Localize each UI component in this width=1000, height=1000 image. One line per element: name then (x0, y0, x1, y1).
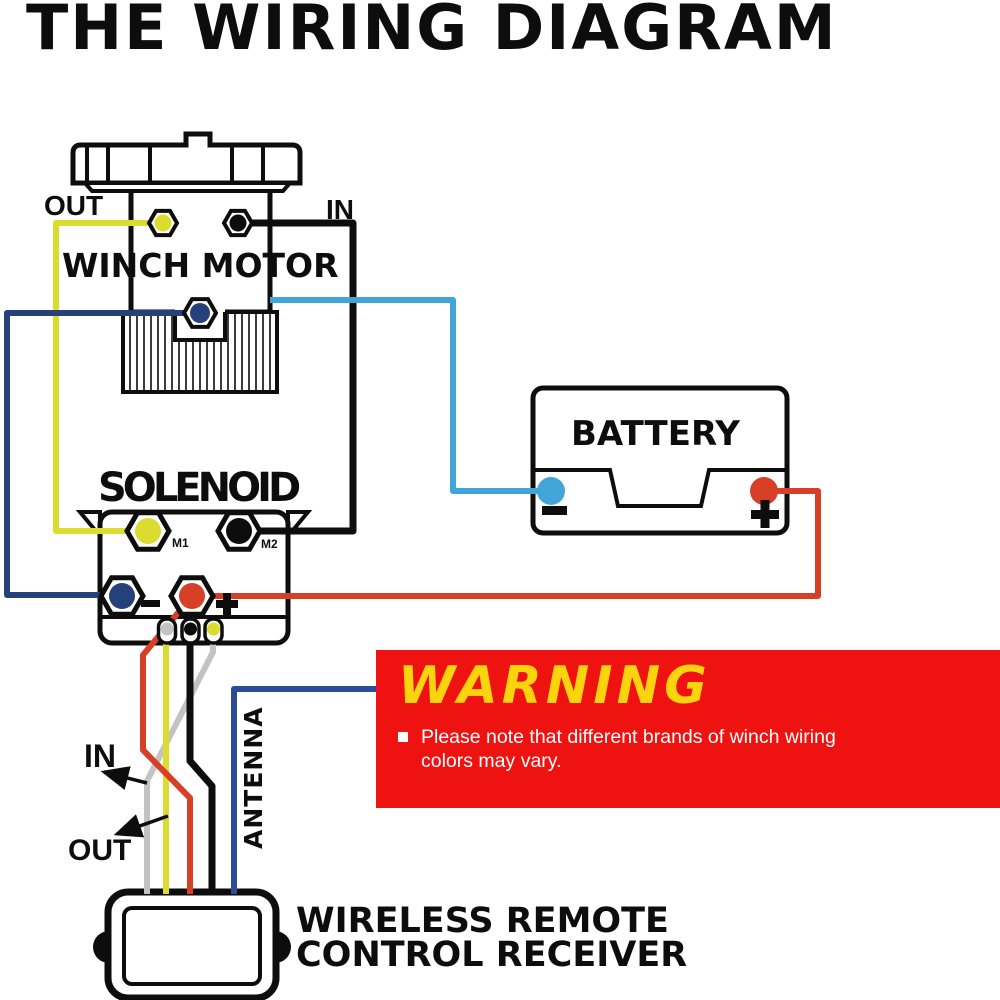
warning-title: WARNING (398, 656, 711, 716)
wire-lightblue-battery-negative (270, 297, 551, 494)
wire-red-battery-positive (192, 488, 821, 599)
battery-label: BATTERY (571, 414, 740, 454)
winch-motor-label: WINCH MOTOR (62, 246, 339, 285)
slot-dot-yellow (207, 622, 220, 636)
warning-text: Please note that different brands of win… (421, 726, 836, 772)
wire-out-label: OUT (68, 834, 132, 867)
motor-out-label: OUT (44, 190, 104, 221)
wire-black-motor-in (238, 219, 357, 535)
battery-plus-symbol (751, 500, 779, 528)
out-arrow (113, 814, 169, 838)
wire-yellow-motor-out (53, 220, 163, 534)
slot-dot-gray (160, 622, 174, 636)
antenna-label: ANTENNA (239, 706, 268, 849)
solenoid-m2-label: M2 (261, 537, 278, 551)
solenoid-m2-terminal (215, 510, 263, 552)
winch-motor-cap (70, 131, 303, 193)
terminals (98, 208, 779, 645)
solenoid-left-flange (75, 510, 102, 532)
battery-positive-terminal (750, 477, 778, 505)
motor-in-terminal (221, 208, 255, 238)
solenoid-minus-symbol (141, 600, 160, 607)
slot-dot-black (184, 622, 197, 636)
receiver-label-line1: WIRELESS REMOTE (296, 901, 669, 941)
battery-terminal-shelf (535, 468, 785, 508)
warning-box: WARNING Please note that different brand… (376, 650, 1000, 808)
solenoid-m1-label: M1 (172, 536, 189, 550)
wire-gray-in (144, 640, 216, 894)
warning-bullet-icon (398, 732, 408, 742)
wires (4, 219, 821, 894)
motor-out-terminal (146, 208, 180, 238)
solenoid-negative-terminal (98, 575, 146, 617)
solenoid-right-flange (286, 510, 313, 532)
receiver-inner-panel (122, 906, 262, 986)
solenoid-positive-terminal (168, 575, 216, 617)
solenoid-plus-symbol (216, 593, 238, 615)
battery (530, 385, 790, 536)
battery-negative-terminal (537, 477, 565, 505)
solenoid-m1-terminal (124, 510, 172, 552)
wire-black-receiver (186, 640, 216, 894)
wire-in-label: IN (84, 738, 116, 774)
wireless-receiver (93, 888, 291, 1000)
wire-blue-antenna (231, 686, 379, 894)
solenoid-label: SOLENOID (98, 465, 301, 511)
solenoid-bottom-slots (156, 617, 224, 645)
in-arrow (100, 766, 148, 790)
motor-ground-terminal (181, 297, 219, 329)
battery-box (530, 385, 790, 536)
motor-in-label: IN (326, 194, 354, 225)
page-title: THE WIRING DIAGRAM (26, 0, 838, 64)
battery-minus-symbol (542, 506, 567, 515)
wire-navy-ground (4, 310, 200, 598)
receiver-label-line2: CONTROL RECEIVER (296, 935, 688, 975)
